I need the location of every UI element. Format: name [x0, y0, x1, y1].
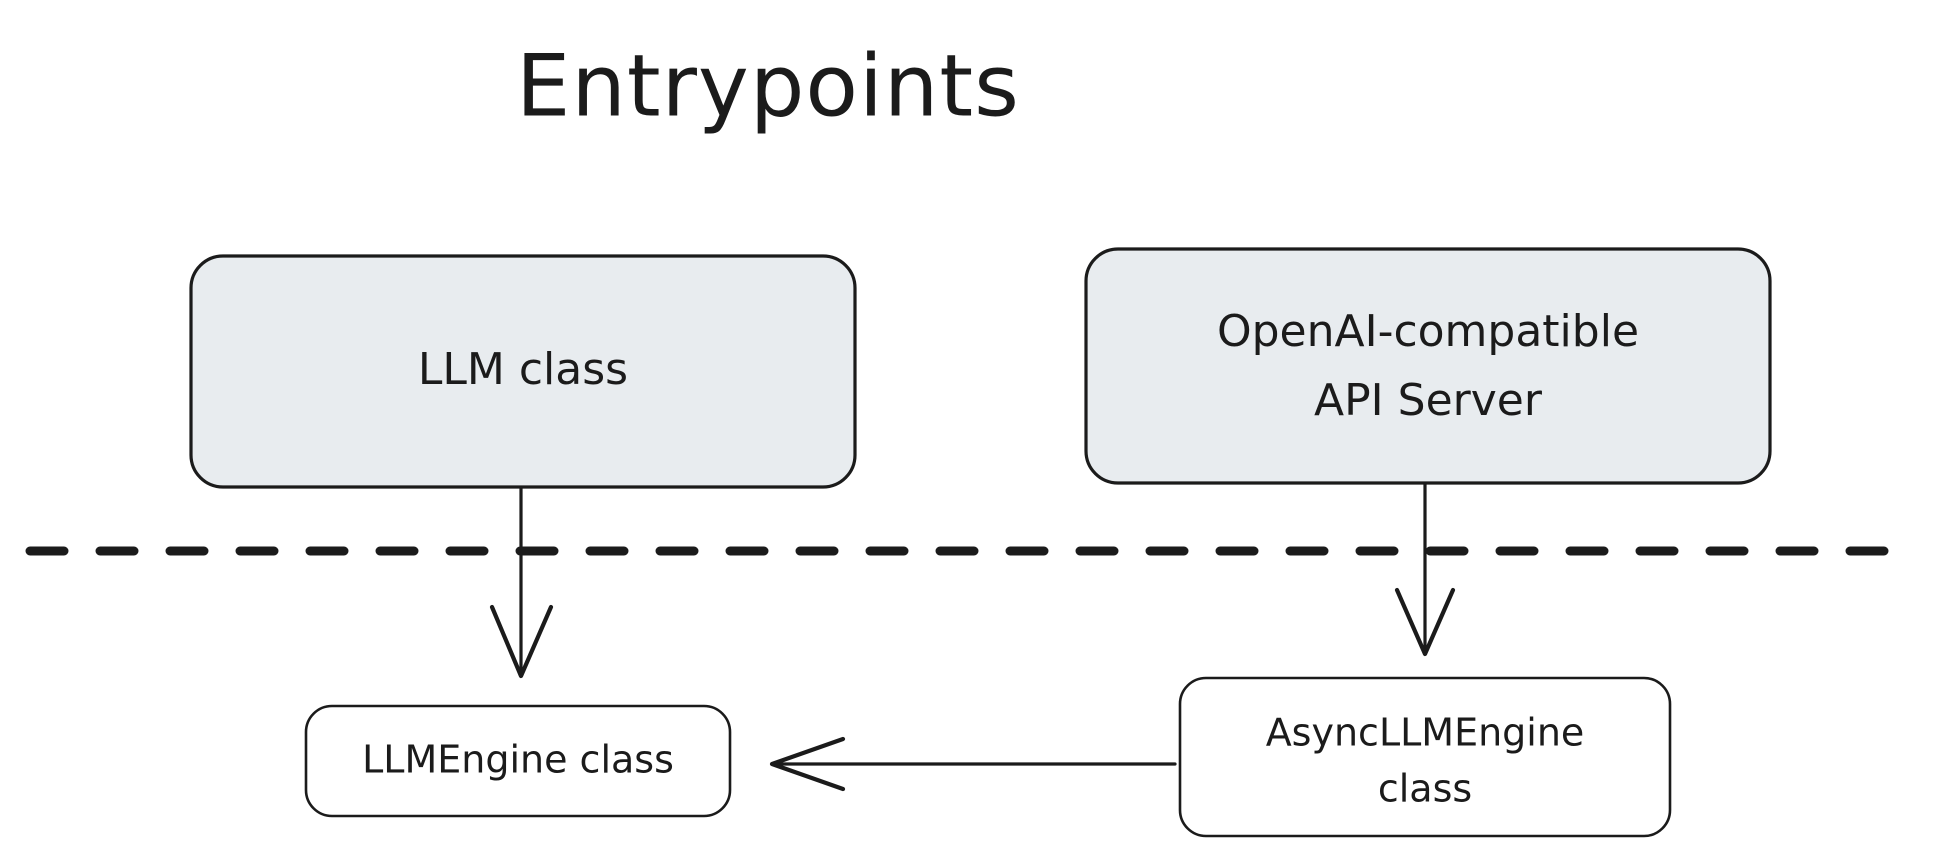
node-asyncllmengine-class-shape[interactable]	[1178, 676, 1672, 838]
page-title: Entrypoints	[516, 36, 1020, 136]
node-openai-api-server-label-line1: OpenAI-compatible	[1217, 306, 1639, 357]
edge-asyncllmengine-to-llmengine	[769, 736, 1177, 792]
edge-llm-to-llmengine	[489, 486, 554, 679]
node-openai-api-server[interactable]: OpenAI-compatible API Server	[1084, 247, 1772, 485]
node-llm-class-label: LLM class	[418, 344, 628, 395]
node-llm-class-shape[interactable]	[189, 254, 857, 489]
node-llmengine-class[interactable]: LLMEngine class	[304, 704, 732, 818]
node-llm-class[interactable]: LLM class	[189, 254, 857, 489]
node-asyncllmengine-class-label-line2: class	[1378, 767, 1472, 811]
node-openai-api-server-shape[interactable]	[1084, 247, 1772, 485]
edge-apiserver-to-asyncllmengine	[1394, 482, 1456, 657]
node-llmengine-class-label: LLMEngine class	[362, 738, 674, 782]
node-openai-api-server-label-line2: API Server	[1314, 375, 1543, 426]
node-asyncllmengine-class[interactable]: AsyncLLMEngine class	[1178, 676, 1672, 838]
node-asyncllmengine-class-label-line1: AsyncLLMEngine	[1266, 711, 1585, 755]
edge-asyncllmengine-to-llmengine-arrowhead	[769, 736, 846, 792]
node-llmengine-class-shape[interactable]	[304, 704, 732, 818]
edge-llm-to-llmengine-arrowhead	[489, 604, 554, 679]
edge-apiserver-to-asyncllmengine-arrowhead	[1394, 587, 1456, 657]
